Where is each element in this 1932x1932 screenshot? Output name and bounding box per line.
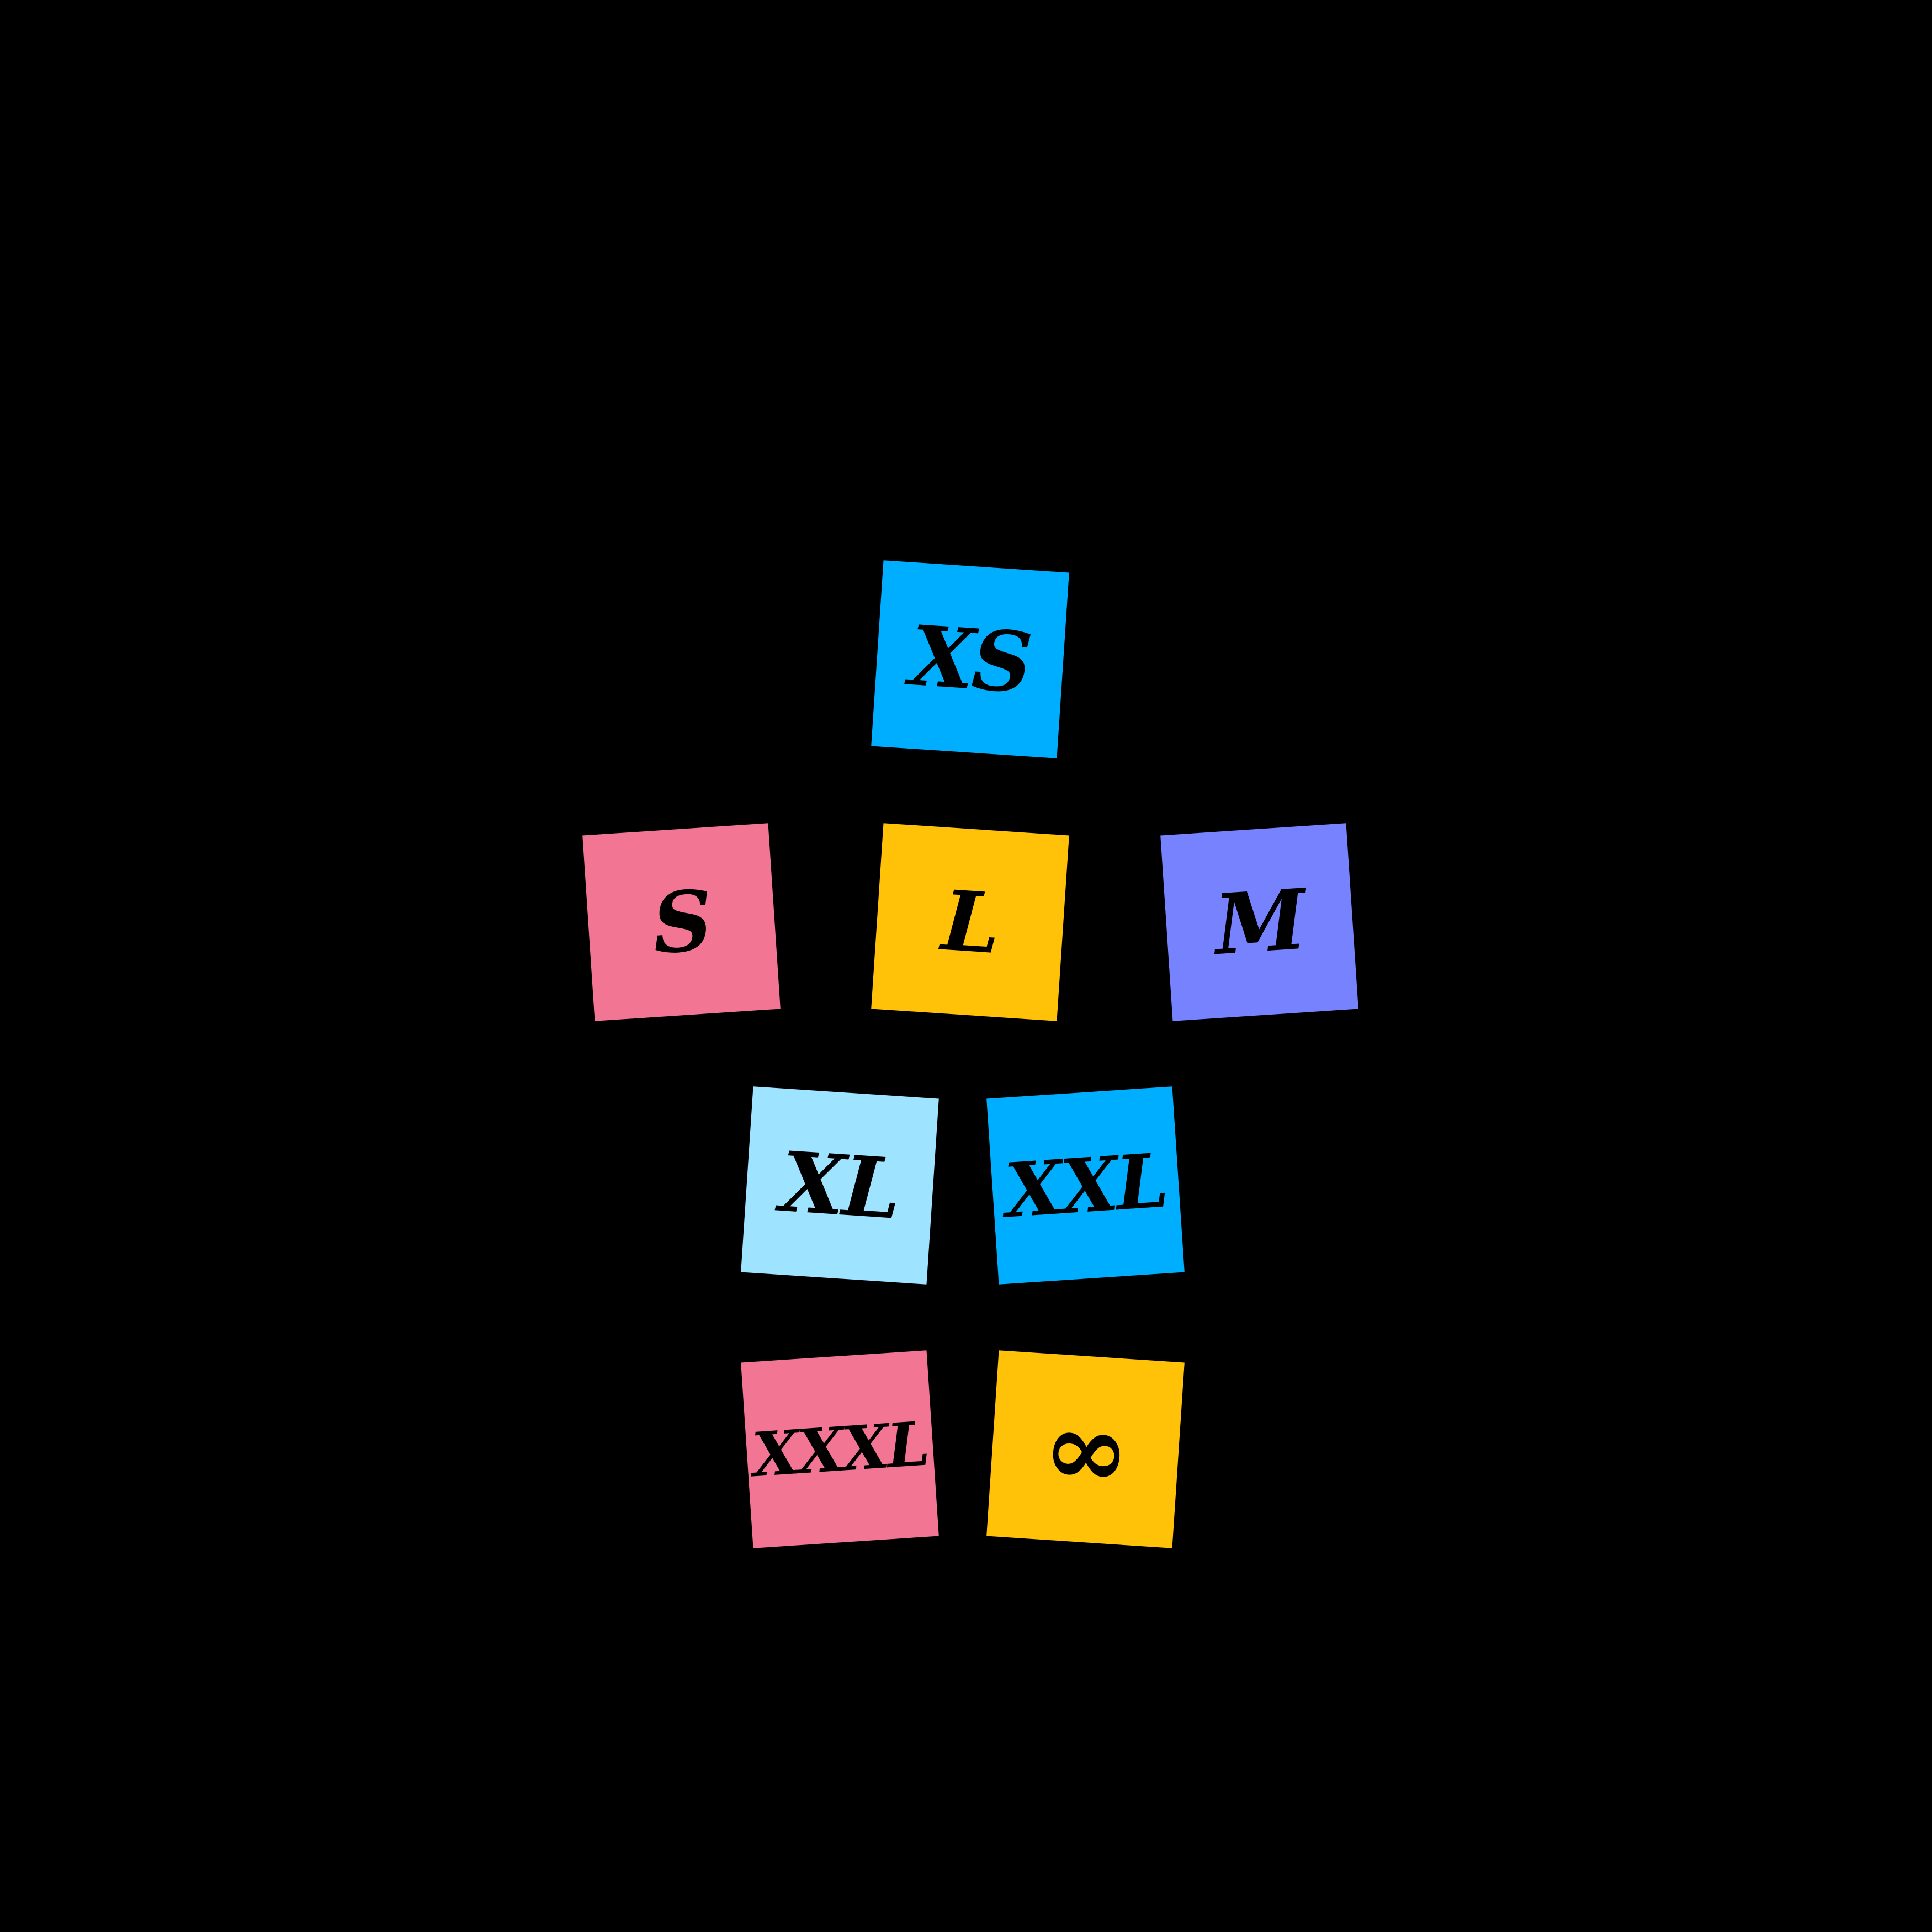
sticky-note-xxl[interactable]: XXL xyxy=(986,1086,1185,1285)
sticky-note-infinity[interactable]: ∞ xyxy=(986,1350,1185,1548)
note-label: L xyxy=(938,871,1001,973)
note-label: XXXL xyxy=(750,1408,930,1490)
sticky-note-xxxl[interactable]: XXXL xyxy=(740,1350,939,1548)
sticky-note-xs[interactable]: XS xyxy=(871,560,1069,758)
infinity-icon: ∞ xyxy=(1038,1384,1132,1514)
note-label: XXL xyxy=(1001,1135,1169,1235)
note-label: XS xyxy=(907,607,1033,712)
sticky-note-l[interactable]: L xyxy=(871,822,1069,1021)
note-label: S xyxy=(649,871,713,973)
sticky-note-xl[interactable]: XL xyxy=(740,1086,939,1285)
note-label: XL xyxy=(777,1133,902,1238)
sticky-note-m[interactable]: M xyxy=(1160,822,1358,1021)
sticky-note-s[interactable]: S xyxy=(582,822,781,1021)
note-label: M xyxy=(1211,870,1307,974)
